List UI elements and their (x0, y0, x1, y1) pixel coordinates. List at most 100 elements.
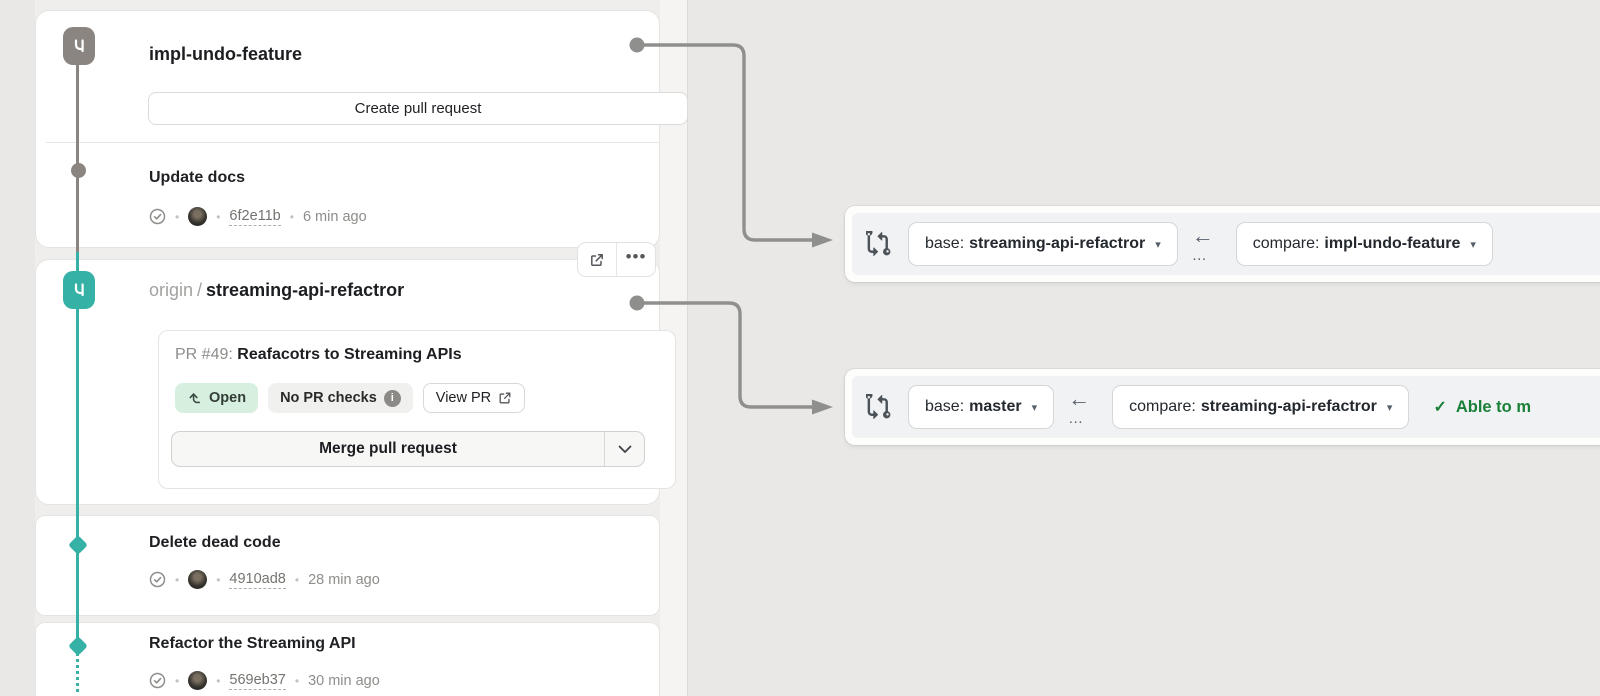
git-branch-glyph (74, 39, 84, 53)
remote-label: origin (149, 280, 194, 300)
branch-icon[interactable] (63, 271, 95, 309)
base-branch-name: streaming-api-refactror (969, 235, 1146, 252)
separator-dot: • (216, 209, 221, 224)
compare-prefix: compare: (1252, 235, 1320, 252)
compare-bar-inner: base: master ▾ ← … compare: streaming-ap… (852, 376, 1600, 438)
commit-card: Refactor the Streaming API • • 569eb37 •… (35, 622, 660, 696)
compare-direction: ← … (1068, 386, 1098, 427)
merge-pull-request-button[interactable]: Merge pull request (319, 440, 457, 457)
git-compare-icon (866, 231, 891, 257)
branch-card-streaming-api-refactror: origin/streaming-api-refactror PR #49: R… (35, 259, 676, 505)
avatar[interactable] (188, 207, 208, 226)
compare-branch-name: impl-undo-feature (1324, 235, 1461, 252)
pr-status-badge: Open (175, 383, 259, 413)
separator-dot: • (294, 673, 300, 688)
ellipsis-icon: … (1191, 247, 1208, 264)
commit-meta-row: • • 6f2e11b • 6 min ago (149, 207, 367, 226)
avatar[interactable] (188, 671, 208, 690)
left-arrow-icon: ← (1068, 386, 1091, 411)
pr-badge-row: Open No PR checks i View PR (175, 383, 526, 413)
commit-meta-row: • • 569eb37 • 30 min ago (149, 671, 380, 690)
commit-time: 28 min ago (308, 571, 380, 588)
compare-bar: base: master ▾ ← … compare: streaming-ap… (845, 369, 1600, 445)
open-external-button[interactable] (578, 243, 616, 276)
separator-dot: • (216, 572, 221, 587)
compare-bar-inner: base: streaming-api-refactror ▾ ← … comp… (852, 213, 1600, 275)
commit-title[interactable]: Refactor the Streaming API (149, 635, 356, 652)
external-link-icon (499, 392, 511, 404)
commit-hash-link[interactable]: 6f2e11b (229, 207, 281, 226)
base-branch-name: master (969, 398, 1022, 415)
panel-left-strip (0, 0, 35, 696)
compare-branch-dropdown[interactable]: compare: streaming-api-refactror ▾ (1112, 385, 1410, 429)
info-icon[interactable]: i (383, 389, 401, 407)
view-pr-button[interactable]: View PR (422, 383, 526, 413)
branch-card-impl-undo-feature: impl-undo-feature Create pull request Up… (35, 10, 688, 248)
left-arrow-icon: ← (1191, 223, 1214, 248)
base-branch-dropdown[interactable]: base: streaming-api-refactror ▾ (908, 222, 1178, 266)
ellipsis-icon: ••• (625, 247, 647, 266)
commit-node-dot (71, 163, 86, 178)
commit-card: Delete dead code • • 4910ad8 • 28 min ag… (35, 515, 660, 616)
branch-name[interactable]: origin/streaming-api-refactror (149, 280, 404, 301)
compare-direction: ← … (1191, 223, 1222, 264)
compare-branch-dropdown[interactable]: compare: impl-undo-feature ▾ (1235, 222, 1493, 266)
pr-status-label: Open (209, 390, 247, 406)
branch-name[interactable]: impl-undo-feature (149, 44, 302, 64)
base-prefix: base: (925, 235, 965, 252)
view-pr-label: View PR (435, 390, 492, 406)
ellipsis-icon: … (1068, 410, 1085, 427)
commit-rail-teal (76, 252, 79, 652)
arrowhead-icon (812, 399, 833, 415)
pr-title-text: Reafacotrs to Streaming APIs (237, 346, 462, 363)
merge-status: ✓ Able to m (1433, 397, 1531, 417)
toolbar-divider (616, 243, 617, 276)
card-divider (46, 142, 659, 143)
path-slash: / (197, 280, 203, 300)
chevron-down-icon (618, 445, 631, 453)
base-prefix: base: (925, 398, 965, 415)
separator-dot: • (294, 572, 300, 587)
caret-down-icon: ▾ (1155, 238, 1161, 251)
create-pull-request-button[interactable]: Create pull request (148, 92, 688, 125)
pr-open-arrow-icon (189, 392, 200, 403)
pr-checks-badge: No PR checks i (268, 383, 413, 413)
commit-rail-dotted (76, 652, 79, 696)
separator-dot: • (289, 209, 294, 224)
separator-dot: • (175, 673, 180, 688)
caret-down-icon: ▾ (1031, 401, 1038, 414)
commit-time: 30 min ago (308, 672, 380, 689)
branch-name-text: streaming-api-refactror (206, 280, 405, 300)
branch-icon[interactable] (63, 27, 95, 65)
compare-bar: base: streaming-api-refactror ▾ ← … comp… (845, 206, 1600, 282)
pr-number-label: PR #49: (175, 346, 233, 363)
branch-card-toolbar: ••• (577, 242, 656, 277)
separator-dot: • (175, 209, 180, 224)
separator-dot: • (216, 673, 221, 688)
git-compare-icon (866, 394, 891, 420)
check-circle-icon (149, 208, 166, 225)
git-branch-glyph (74, 283, 84, 297)
pr-checks-label: No PR checks (280, 390, 377, 406)
commit-meta-row: • • 4910ad8 • 28 min ago (149, 570, 380, 589)
check-circle-icon (149, 672, 166, 689)
merge-split-button: Merge pull request (171, 431, 645, 467)
base-branch-dropdown[interactable]: base: master ▾ (908, 385, 1055, 429)
commit-time: 6 min ago (302, 208, 367, 225)
avatar[interactable] (188, 570, 208, 589)
external-link-icon (591, 253, 603, 266)
commit-title[interactable]: Delete dead code (149, 534, 281, 551)
commit-hash-link[interactable]: 4910ad8 (229, 570, 286, 589)
compare-branch-name: streaming-api-refactror (1200, 398, 1377, 415)
commit-title[interactable]: Update docs (149, 169, 246, 186)
pr-title: PR #49: Reafacotrs to Streaming APIs (175, 346, 462, 364)
caret-down-icon: ▾ (1386, 401, 1393, 414)
pull-request-card: PR #49: Reafacotrs to Streaming APIs Ope… (158, 330, 676, 489)
more-options-button[interactable]: ••• (617, 243, 655, 276)
compare-prefix: compare: (1129, 398, 1196, 415)
commit-hash-link[interactable]: 569eb37 (229, 671, 286, 690)
merge-options-dropdown[interactable] (604, 432, 644, 466)
check-icon: ✓ (1433, 399, 1447, 416)
separator-dot: • (175, 572, 180, 587)
caret-down-icon: ▾ (1470, 238, 1476, 251)
